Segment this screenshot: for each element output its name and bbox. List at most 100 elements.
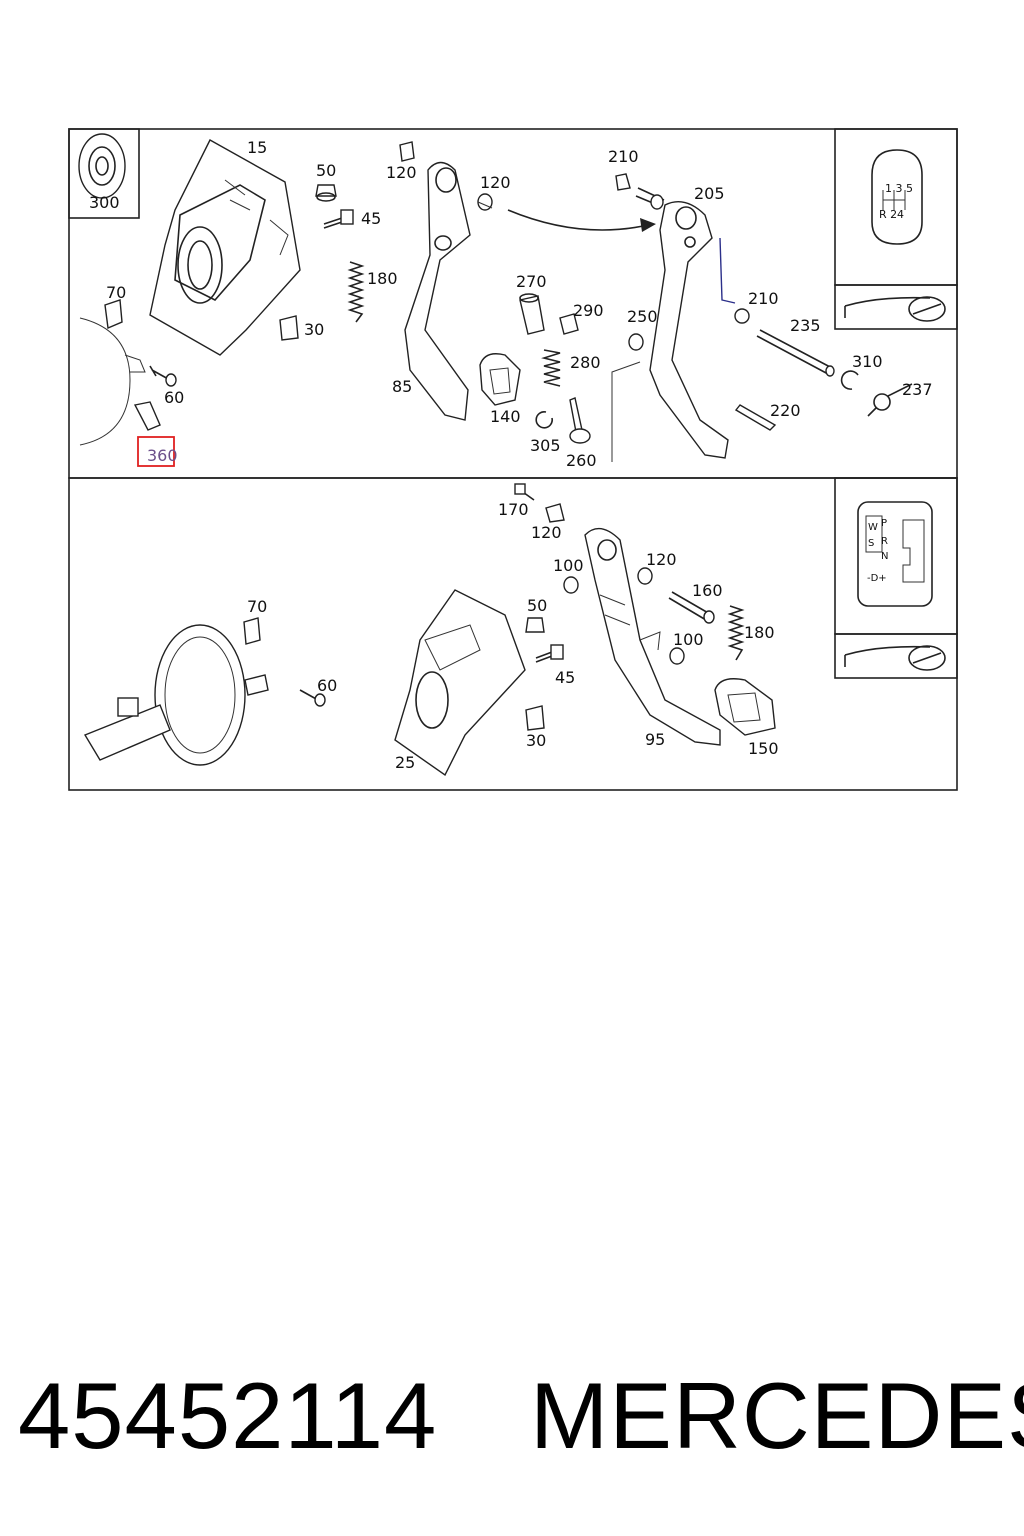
parts-diagram: 300 1 3 5 R 2 4 W S P R N -D+ 15 [68,128,958,791]
boundary-line-upper [611,361,641,462]
bushing-210-right-icon [734,308,750,324]
label-45-upper: 45 [361,209,381,228]
pin-160-icon [668,591,715,624]
brake-booster-partial-drawing [79,317,146,446]
brand-name: MERCEDES [530,1363,1024,1468]
label-140: 140 [490,407,521,426]
bolt-45-lower-icon [535,644,564,663]
clutch-pedal-85-drawing [404,161,471,421]
switch-360-icon [133,401,161,431]
label-85: 85 [392,377,412,396]
nut-50-lower-icon [525,617,545,633]
spring-280-icon [541,349,561,387]
auto-d: -D+ [867,573,887,584]
left-hand-drive-icon [844,296,946,322]
label-120-lower-a: 120 [531,523,562,542]
label-100-lower: 100 [673,630,704,649]
label-160: 160 [692,581,723,600]
label-70-upper: 70 [106,283,126,302]
pedal-bracket-15-drawing [149,139,301,356]
clip-305-icon [535,411,553,429]
inset-manual-version-box [834,284,958,330]
label-100-top: 100 [553,556,584,575]
leader-205 [719,237,736,304]
bolt-60-lower-icon [299,689,326,707]
bushing-120-lower-a-icon [545,503,565,523]
nut-50-upper-icon [315,184,337,202]
clip-70-upper-icon [104,299,123,330]
auto-r: R [881,536,888,547]
inset-300-box [68,128,140,219]
label-250: 250 [627,307,658,326]
label-70-lower: 70 [247,597,267,616]
label-30-lower: 30 [526,731,546,750]
brake-booster-drawing [83,624,269,766]
pedal-pad-150-icon [714,678,776,736]
clip-70-lower-icon [243,617,261,645]
label-210-top: 210 [608,147,639,166]
label-120-upper-a: 120 [386,163,417,182]
pin-260-icon [569,397,591,444]
label-180-upper: 180 [367,269,398,288]
label-300: 300 [89,193,120,212]
bushing-100-top-icon [563,576,579,594]
bushing-300-icon [78,133,126,199]
label-60-upper: 60 [164,388,184,407]
gear-bottom-left: R 2 [879,208,897,221]
cover-220-icon [734,404,777,431]
label-235: 235 [790,316,821,335]
label-237: 237 [902,380,933,399]
part-number: 45452114 [18,1363,438,1468]
pedal-pad-140-icon [479,353,521,406]
label-120-upper-b: 120 [480,173,511,192]
label-360: 360 [147,446,178,465]
clip-30-lower-icon [525,705,545,731]
bolt-170-icon [514,483,535,501]
highlight-box-360 [137,436,175,467]
label-310: 310 [852,352,883,371]
label-210-right: 210 [748,289,779,308]
gear-bottom-right: 4 [897,208,904,221]
bushing-120-upper-b-icon [477,193,493,211]
label-180-lower: 180 [744,623,775,642]
label-50-lower: 50 [527,596,547,615]
shaft-235-icon [756,329,835,377]
label-120-lower-b: 120 [646,550,677,569]
brake-pedal-205-drawing [635,187,729,459]
bushing-120-upper-a-icon [399,141,415,162]
sensor-270-icon [519,293,545,335]
label-25: 25 [395,753,415,772]
inset-auto-version-box [834,633,958,679]
label-290: 290 [573,301,604,320]
footer: 45452114 MERCEDES [18,1362,1024,1472]
label-220: 220 [770,401,801,420]
manual-gear-knob-icon [871,149,923,245]
automatic-gate-icon [857,501,933,607]
label-30-upper: 30 [304,320,324,339]
label-305: 305 [530,436,561,455]
label-280: 280 [570,353,601,372]
auto-w: W [868,522,878,533]
label-150: 150 [748,739,779,758]
bushing-250-icon [628,333,644,351]
label-170: 170 [498,500,529,519]
clip-30-upper-icon [279,315,299,341]
bolt-60-upper-icon [149,365,177,387]
bushing-120-lower-b-icon [637,567,653,585]
label-60-lower: 60 [317,676,337,695]
brake-pedal-95-drawing [584,527,721,746]
left-hand-drive-icon-2 [844,645,946,671]
auto-s: S [868,538,874,549]
bushing-100-lower-icon [669,647,685,665]
auto-n: N [881,551,888,562]
spring-180-lower-icon [727,605,745,661]
clip-310-icon [840,370,859,390]
gear-top-row: 1 3 5 [885,182,913,195]
spring-180-upper-icon [347,261,365,323]
label-260: 260 [566,451,597,470]
label-45-lower: 45 [555,668,575,687]
label-50-upper: 50 [316,161,336,180]
transfer-arrow [507,209,649,231]
bolt-45-upper-icon [323,209,354,229]
pedal-bracket-25-drawing [394,589,526,777]
